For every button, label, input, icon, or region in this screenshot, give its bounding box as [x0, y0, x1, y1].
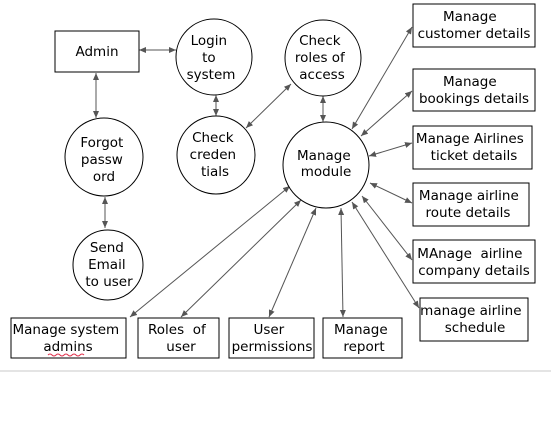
node-manage-airlines-ticket-details: Manage Airlines ticket details [412, 125, 533, 170]
edge-module-route [369, 182, 413, 204]
svg-text:Check creden t: Check creden tials [190, 130, 241, 180]
node-roles-of-user: Roles of user [137, 317, 220, 359]
svg-text:Send Email to: Send Email to user [85, 240, 133, 290]
node-manage-bookings-details: Manage bookings details [412, 68, 536, 112]
node-manage-system-admins: Manage system admins [10, 317, 127, 359]
svg-text:Manage Airlines ticket: Manage Airlines ticket details [416, 131, 528, 164]
node-login-to-system: Login to system [175, 18, 253, 96]
svg-text:Manage customer detail: Manage customer details [418, 9, 531, 42]
edge-module-sysadmins [129, 185, 291, 318]
svg-text:Manage system admins: Manage system admins [12, 322, 123, 355]
edge-module-customer [351, 26, 413, 130]
svg-text:manage airline schedul: manage airline schedule [420, 303, 526, 336]
edge-module-schedule [351, 201, 420, 309]
node-check-roles-of-access: Check roles of access [284, 19, 362, 97]
edge-module-bookings [360, 90, 413, 137]
node-manage-module: Manage module [282, 121, 370, 209]
svg-text:Forgot passw o: Forgot passw ord [80, 135, 127, 185]
svg-text:Admin: Admin [75, 44, 118, 60]
svg-text:Manage module: Manage module [297, 148, 355, 180]
edge-module-roles [180, 199, 302, 318]
spellcheck-underline [47, 353, 85, 357]
edge-module-permissions [268, 207, 317, 318]
svg-text:Manage bookings detail: Manage bookings details [419, 74, 529, 107]
node-forgot-password: Forgot passw ord [64, 117, 144, 197]
svg-text:Manage report: Manage report [334, 322, 392, 355]
node-check-credentials: Check creden tials [176, 115, 256, 195]
svg-text:Check roles of: Check roles of access [295, 33, 349, 83]
node-manage-airline-schedule: manage airline schedule [419, 297, 529, 342]
node-send-email-to-user: Send Email to user [72, 229, 144, 301]
edge-module-report [338, 207, 346, 318]
edge-module-company [361, 195, 413, 261]
node-manage-airline-company-details: MAnage airline company details [412, 239, 536, 284]
svg-text:Manage airline route d: Manage airline route details [419, 188, 523, 221]
svg-text:MAnage airline compan: MAnage airline company details [417, 246, 529, 279]
svg-text:Roles of user: Roles of user [148, 322, 210, 355]
svg-text:Login to syste: Login to system [187, 33, 236, 83]
node-manage-customer-details: Manage customer details [412, 3, 536, 48]
node-manage-airline-route-details: Manage airline route details [412, 182, 530, 227]
node-user-permissions: User permissions [228, 317, 315, 359]
node-admin: Admin [54, 30, 140, 73]
edge-credentials-roles [245, 83, 292, 129]
node-manage-report: Manage report [322, 317, 403, 359]
svg-text:User permissions: User permissions [232, 322, 313, 355]
edge-module-tickets [368, 142, 413, 157]
